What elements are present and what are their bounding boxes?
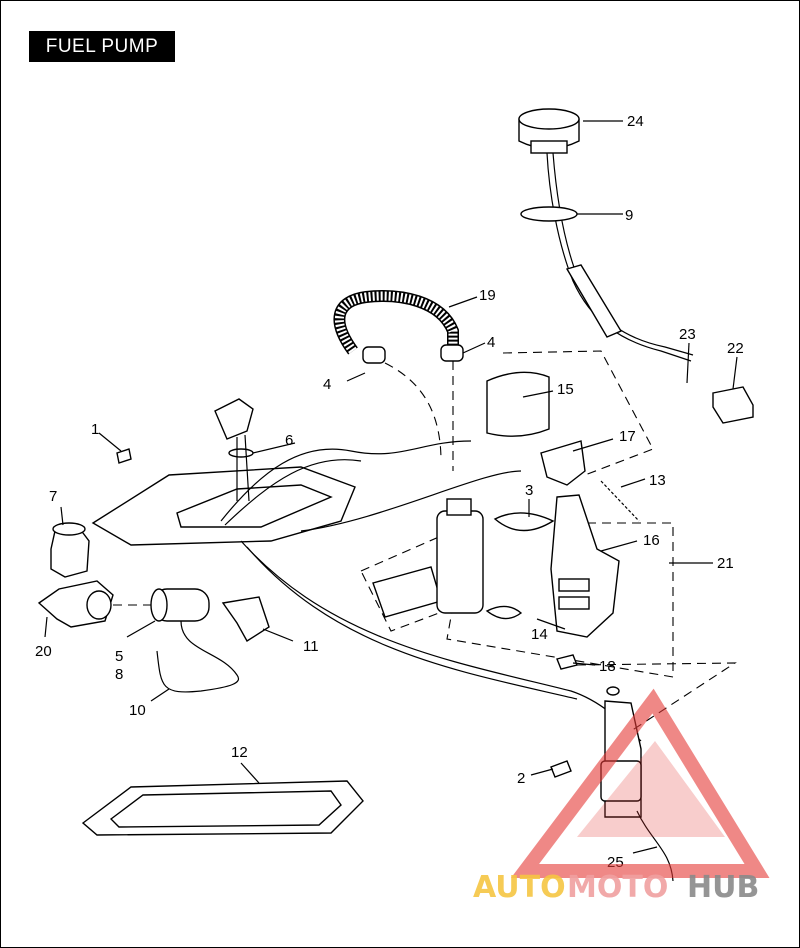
part-13-spring — [600, 480, 640, 522]
part-10-hose — [156, 620, 240, 693]
part-18-nut — [556, 654, 578, 670]
callout-18: 18 — [599, 658, 616, 675]
callout-19: 19 — [479, 287, 496, 304]
flange-plate — [91, 440, 642, 742]
callout-17: 17 — [619, 428, 636, 445]
callout-2: 2 — [517, 770, 525, 787]
callout-10: 10 — [129, 702, 146, 719]
callout-8: 8 — [115, 666, 123, 683]
part-4-clamp-left — [362, 346, 386, 364]
bracket-box-15 — [502, 350, 654, 476]
callout-23: 23 — [679, 326, 696, 343]
part-11-bracket — [221, 596, 270, 642]
watermark-moto: MOTO — [567, 870, 668, 905]
part-24-gauge — [518, 108, 694, 362]
callout-5: 5 — [115, 648, 123, 665]
callout-22: 22 — [727, 340, 744, 357]
callout-16: 16 — [643, 532, 660, 549]
callout-3: 3 — [525, 482, 533, 499]
part-17-connector — [540, 440, 586, 486]
callout-21: 21 — [717, 555, 734, 572]
callout-4a: 4 — [323, 376, 331, 393]
part-5-canister — [150, 588, 210, 622]
watermark-hub: HUB — [687, 870, 759, 905]
fuel-pump-body — [360, 498, 484, 632]
diagram-title: FUEL PUMP — [29, 31, 175, 62]
part-7-regulator — [50, 522, 90, 578]
callout-1: 1 — [91, 421, 99, 438]
part-3-strap — [493, 512, 555, 532]
callout-24: 24 — [627, 113, 644, 130]
part-19-hose — [333, 290, 459, 355]
callout-14: 14 — [531, 626, 548, 643]
part-16-sender-bracket — [550, 494, 620, 638]
callout-13: 13 — [649, 472, 666, 489]
callout-6: 6 — [285, 432, 293, 449]
watermark-logo: AUTO MOTO HUB — [473, 688, 770, 905]
part-4-clamp-right — [440, 344, 464, 362]
part-15-filter — [486, 371, 550, 437]
callout-9: 9 — [625, 207, 633, 224]
part-22-connector — [712, 386, 754, 424]
callout-labels: 1 2 3 4 4 5 6 7 8 9 10 11 12 13 14 15 16… — [35, 113, 744, 871]
leader-lines — [44, 120, 738, 854]
part-1-screw — [116, 448, 132, 464]
part-20-fitting — [37, 580, 114, 628]
callout-15: 15 — [557, 381, 574, 398]
callout-12: 12 — [231, 744, 248, 761]
part-9-oring — [520, 206, 578, 222]
part-14-washer — [485, 605, 523, 620]
part-6-connector — [214, 398, 254, 440]
callout-20: 20 — [35, 643, 52, 660]
callout-11: 11 — [303, 638, 319, 655]
part-2-screw — [550, 760, 572, 778]
watermark-auto: AUTO — [473, 870, 566, 905]
callout-7: 7 — [49, 488, 57, 505]
callout-4b: 4 — [487, 334, 495, 351]
part-12-gasket — [81, 780, 364, 836]
